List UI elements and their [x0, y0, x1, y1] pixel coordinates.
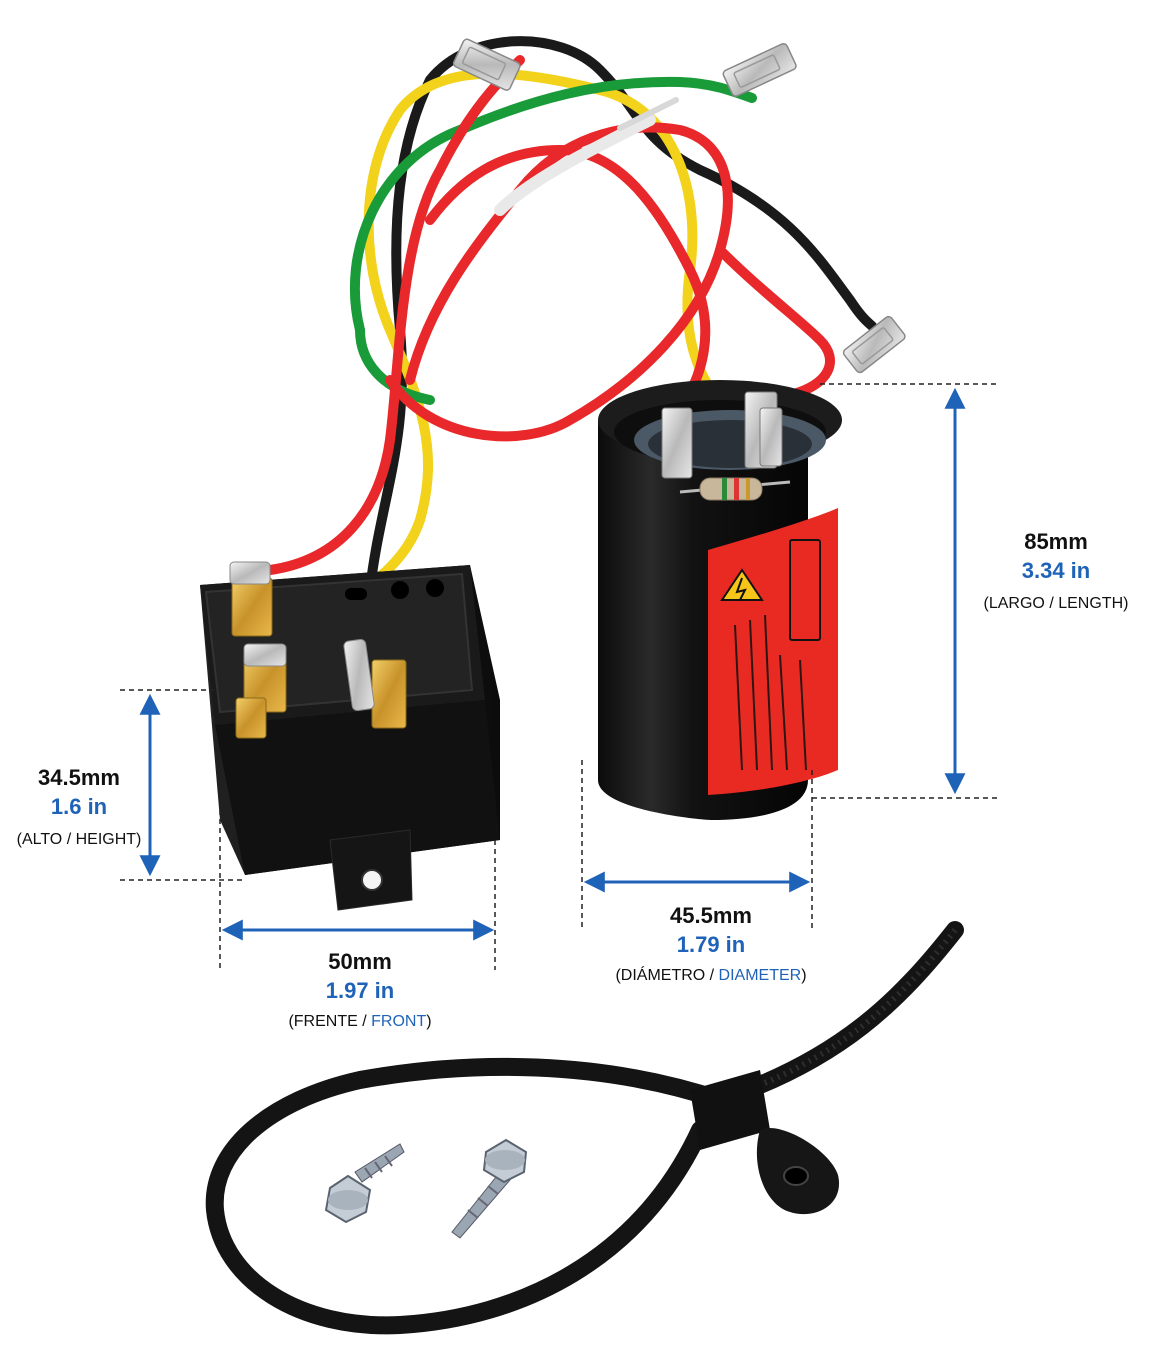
capacitor — [598, 380, 842, 820]
warning-label — [708, 508, 838, 795]
bundle-tie — [494, 114, 656, 216]
front-mm: 50mm — [328, 949, 392, 974]
cable-tie — [205, 921, 964, 1335]
terminal-connector — [452, 38, 906, 374]
relay-box — [200, 561, 500, 911]
wire-red — [425, 145, 711, 415]
self-tapping-screw — [324, 1143, 405, 1224]
diameter-dimension-label: 45.5mm 1.79 in (DIÁMETRO / DIAMETER) — [586, 902, 836, 988]
dimension-guides — [120, 383, 1000, 970]
diameter-caption: (DIÁMETRO / DIAMETER) — [615, 967, 807, 984]
cable-tie-head — [690, 1070, 770, 1150]
height-mm: 34.5mm — [38, 765, 120, 790]
height-inch: 1.6 in — [50, 794, 108, 819]
height-dimension-label: 34.5mm 1.6 in (ALTO / HEIGHT) — [0, 764, 158, 852]
length-mm: 85mm — [1024, 529, 1088, 554]
relay-terminal — [371, 659, 407, 729]
diameter-mm: 45.5mm — [670, 903, 752, 928]
warning-triangle-icon — [720, 568, 764, 601]
wire-harness — [265, 36, 877, 645]
wire-green — [349, 76, 757, 335]
bleeder-resistor — [679, 477, 791, 501]
capacitor-terminal — [661, 407, 693, 479]
wire-red — [265, 55, 525, 575]
diameter-inch: 1.79 in — [676, 932, 746, 957]
front-dimension-label: 50mm 1.97 in (FRENTE / FRONT) — [260, 948, 460, 1034]
front-caption: (FRENTE / FRONT) — [288, 1013, 432, 1030]
mounting-hole — [361, 869, 383, 891]
self-tapping-screw — [451, 1138, 528, 1239]
relay-terminal — [231, 577, 273, 637]
length-inch: 3.34 in — [1021, 558, 1091, 583]
length-caption: (LARGO / LENGTH) — [983, 595, 1129, 612]
height-caption: (ALTO / HEIGHT) — [16, 831, 142, 848]
front-inch: 1.97 in — [325, 978, 395, 1003]
length-dimension-label: 85mm 3.34 in (LARGO / LENGTH) — [966, 528, 1146, 616]
dimension-arrows — [139, 387, 966, 941]
wire-red — [715, 245, 835, 400]
